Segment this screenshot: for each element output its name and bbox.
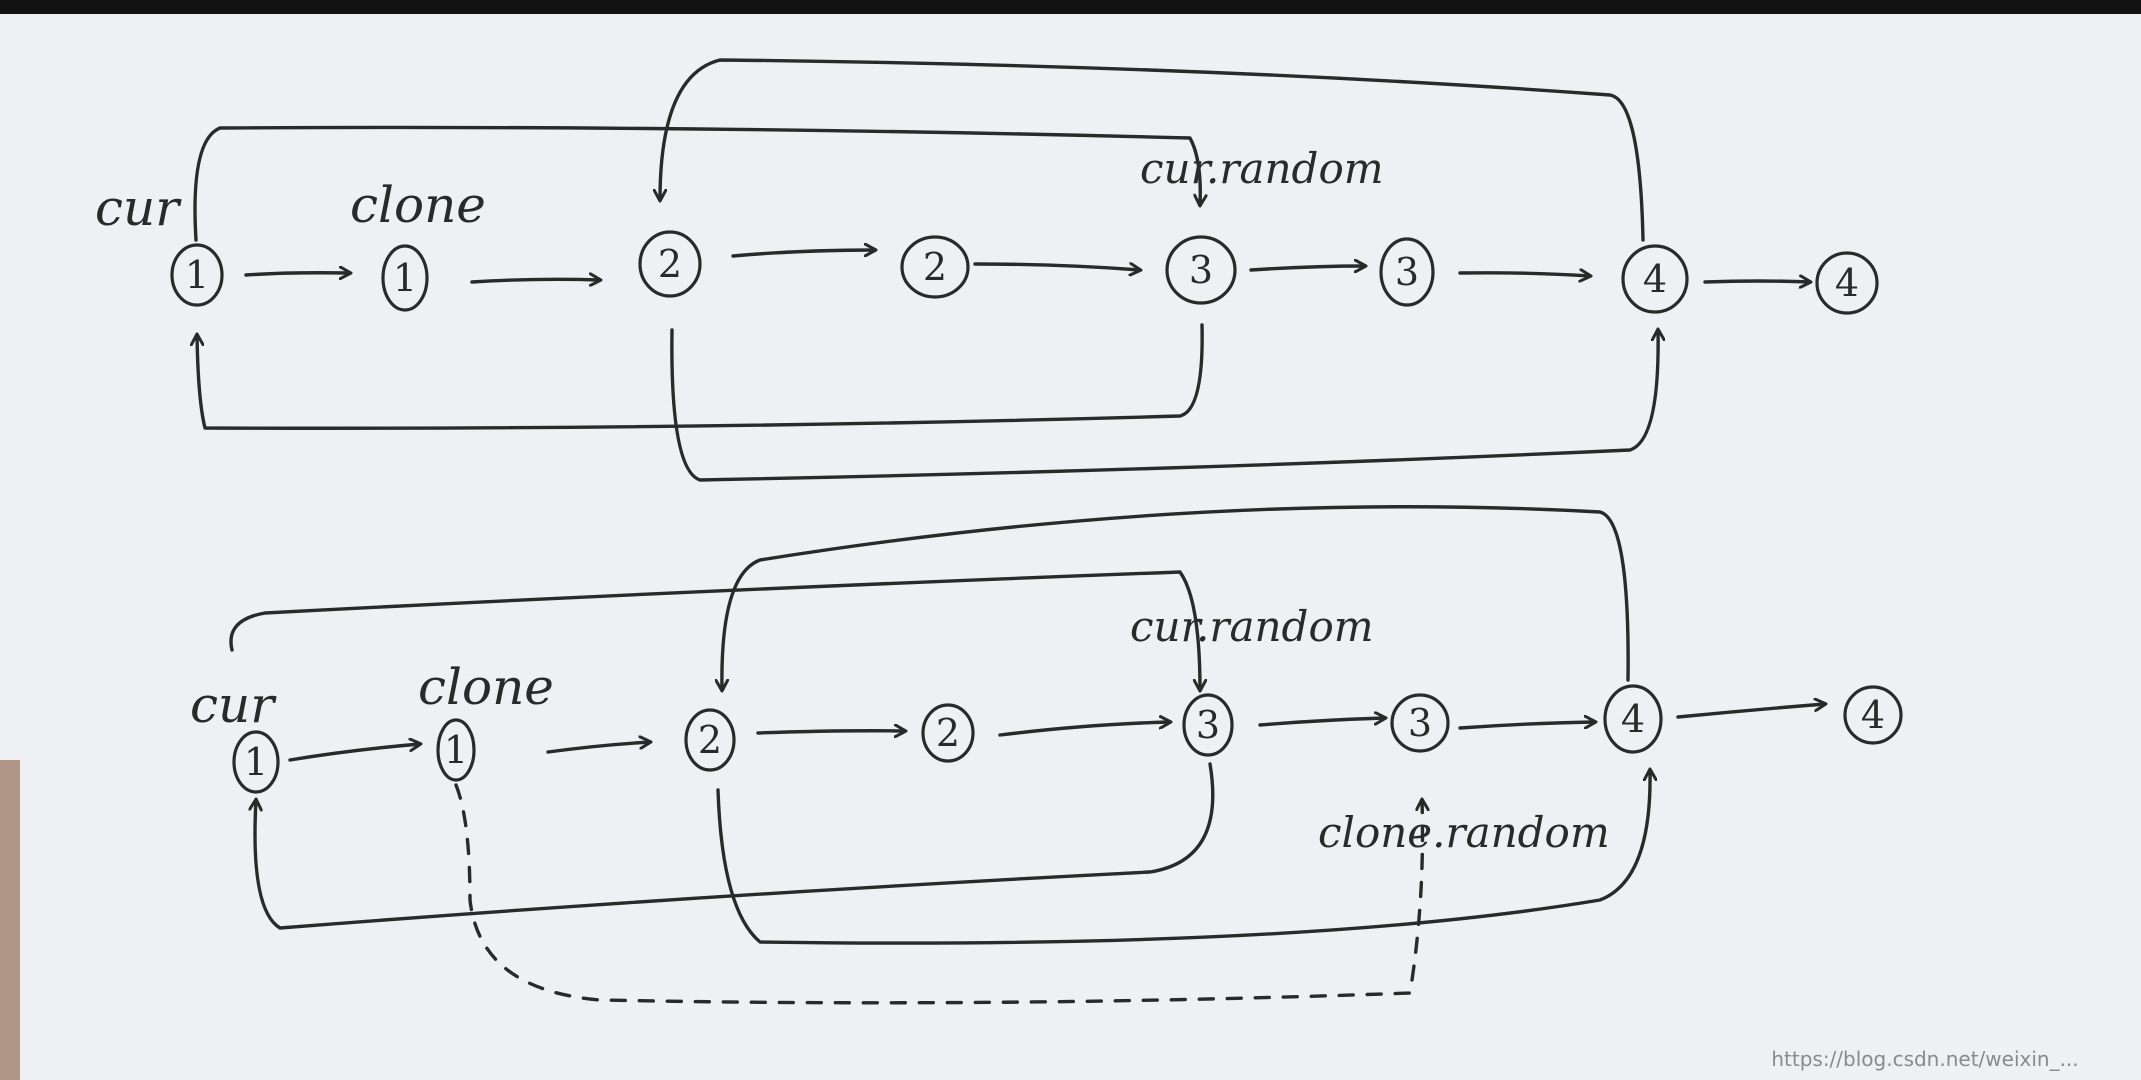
edge-bottom-random-1-to-3	[229, 570, 1200, 690]
paper-background	[0, 12, 2141, 1080]
edge-bottom-next-3	[756, 731, 905, 733]
node-bottom-clone-3: 3	[1390, 693, 1450, 753]
node-bottom-clone-2: 2	[921, 703, 975, 763]
node-bottom-clone-1-label: 1	[444, 728, 468, 772]
edge-bottom-next-4	[998, 722, 1170, 737]
node-top-clone-4: 4	[1815, 251, 1879, 315]
dark-top-edge	[0, 0, 2141, 14]
edge-top-random-4-to-2	[660, 58, 1645, 242]
node-top-4-label: 4	[1643, 257, 1667, 301]
node-top-4: 4	[1621, 244, 1689, 314]
diagram-top: 1 1 2 2 3 3 4 4 cur clone cur.random	[95, 58, 1879, 482]
node-bottom-4: 4	[1603, 684, 1663, 754]
label-bottom-cur-random: cur.random	[1130, 602, 1374, 651]
watermark-text: https://blog.csdn.net/weixin_...	[1771, 1047, 2078, 1071]
edge-bottom-random-3-to-1	[255, 762, 1215, 930]
label-bottom-clone: clone	[418, 658, 554, 716]
node-top-3: 3	[1165, 235, 1237, 305]
label-top-clone: clone	[350, 176, 486, 234]
label-bottom-cur: cur	[190, 676, 277, 734]
edge-top-next-6	[1458, 273, 1590, 276]
node-top-1-label: 1	[185, 253, 209, 297]
node-top-2: 2	[638, 230, 702, 298]
node-bottom-4-label: 4	[1621, 697, 1645, 741]
edge-bottom-next-5	[1258, 718, 1385, 727]
node-bottom-3: 3	[1182, 693, 1234, 757]
edge-bottom-next-1	[288, 744, 420, 762]
edge-bottom-next-6	[1458, 722, 1595, 730]
node-top-clone-3-label: 3	[1395, 250, 1419, 294]
edge-top-next-7	[1703, 281, 1810, 282]
edge-top-next-3	[731, 250, 875, 258]
edge-bottom-next-2	[546, 742, 650, 754]
node-bottom-1-label: 1	[244, 740, 268, 784]
node-bottom-3-label: 3	[1196, 703, 1220, 747]
node-bottom-clone-3-label: 3	[1408, 701, 1432, 745]
edge-bottom-random-4-to-2	[722, 505, 1630, 690]
node-bottom-2-label: 2	[698, 718, 722, 762]
edge-bottom-next-7	[1676, 704, 1825, 719]
edge-top-next-2	[470, 279, 600, 282]
node-top-1: 1	[170, 243, 224, 307]
edge-top-random-2-to-4	[670, 330, 1658, 482]
label-top-cur: cur	[95, 179, 182, 237]
node-bottom-clone-4-label: 4	[1861, 693, 1885, 737]
node-top-clone-2-label: 2	[923, 245, 947, 289]
node-top-clone-3: 3	[1379, 237, 1435, 307]
edge-top-next-4	[973, 264, 1140, 270]
label-top-cur-random: cur.random	[1140, 144, 1384, 193]
node-top-3-label: 3	[1189, 248, 1213, 292]
left-shadow	[0, 760, 20, 1080]
edge-top-next-5	[1249, 266, 1365, 270]
edge-top-random-1-to-3	[193, 125, 1200, 242]
node-top-clone-1: 1	[381, 244, 429, 312]
node-top-clone-4-label: 4	[1835, 261, 1859, 305]
node-top-clone-1-label: 1	[393, 256, 417, 300]
node-bottom-clone-2-label: 2	[936, 711, 960, 755]
node-top-clone-2: 2	[900, 235, 970, 299]
node-bottom-1: 1	[232, 730, 280, 794]
edge-top-random-3-to-1	[197, 323, 1204, 430]
diagram-bottom: 1 1 2 2 3 3 4 4 cur clone cur.random clo…	[190, 505, 1903, 1005]
edge-top-next-1	[244, 273, 350, 275]
node-top-2-label: 2	[658, 242, 682, 286]
node-bottom-clone-4: 4	[1843, 685, 1903, 745]
edge-bottom-random-2-to-4	[716, 770, 1650, 945]
node-bottom-2: 2	[684, 708, 736, 772]
node-bottom-clone-1: 1	[436, 718, 476, 782]
edge-bottom-clone-random	[454, 783, 1423, 1005]
label-bottom-clone-random: clone.random	[1318, 808, 1610, 857]
